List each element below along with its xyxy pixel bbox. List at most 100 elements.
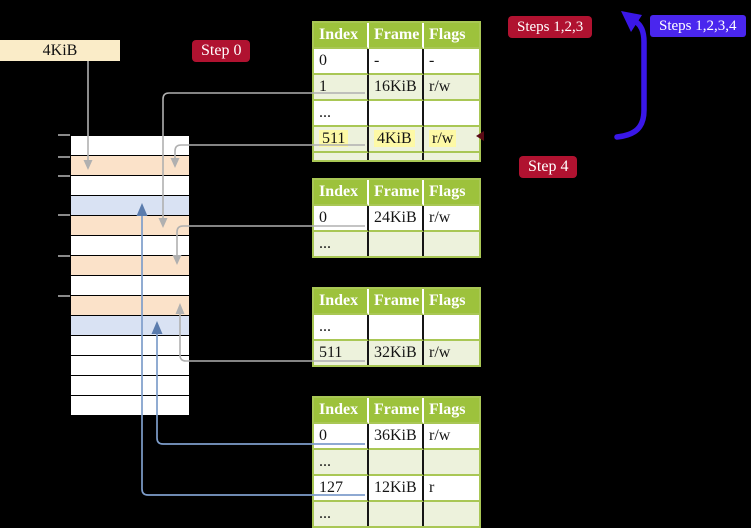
table-cell: r/w <box>424 206 479 232</box>
column-header-flags: Flags <box>424 23 479 49</box>
table-row: ... <box>314 502 479 526</box>
memory-frame-row-peach <box>71 296 189 316</box>
address-tick <box>58 134 70 136</box>
highlighted-value: 4KiB <box>374 130 415 147</box>
badge-step-0: Step 0 <box>192 40 251 62</box>
table-cell <box>369 232 424 256</box>
column-header-frame: Frame <box>369 23 424 49</box>
table-cell: 12KiB <box>369 476 424 502</box>
table-cell <box>369 315 424 341</box>
table-cell <box>424 232 479 256</box>
table-cell <box>369 450 424 476</box>
memory-frame-row-white <box>71 356 189 376</box>
memory-frame-row-peach <box>71 256 189 276</box>
table-cell: 4KiB <box>369 127 424 153</box>
table-cell: r/w <box>424 424 479 450</box>
column-header-index: Index <box>314 289 369 315</box>
address-tick <box>58 214 70 216</box>
memory-frame-row-white <box>71 136 189 156</box>
table-cell: 1 <box>314 75 369 101</box>
table-row: 0-- <box>314 49 479 75</box>
column-header-flags: Flags <box>424 398 479 424</box>
table-cell: ... <box>314 232 369 256</box>
table-cell <box>424 101 479 127</box>
table-cell <box>424 153 479 160</box>
table-cell: - <box>424 49 479 75</box>
table-cell: 511 <box>314 341 369 365</box>
table-cell <box>424 502 479 526</box>
column-header-frame: Frame <box>369 289 424 315</box>
table-cell: 36KiB <box>369 424 424 450</box>
column-header-index: Index <box>314 23 369 49</box>
table-cell <box>314 153 369 160</box>
memory-frame-row-white <box>71 236 189 256</box>
table-row: ... <box>314 101 479 127</box>
table-cell: r/w <box>424 75 479 101</box>
table-cell: ... <box>314 502 369 526</box>
memory-frame-row-peach <box>71 156 189 176</box>
memory-frame-row-white <box>71 176 189 196</box>
table-row <box>314 153 479 160</box>
table-row: ... <box>314 450 479 476</box>
table-cell: 24KiB <box>369 206 424 232</box>
memory-frame-row-blue <box>71 196 189 216</box>
column-header-frame: Frame <box>369 180 424 206</box>
column-header-index: Index <box>314 180 369 206</box>
table-row: ... <box>314 315 479 341</box>
table-cell: 16KiB <box>369 75 424 101</box>
steps-flow-arrow <box>614 11 647 140</box>
table-cell <box>424 450 479 476</box>
badge-steps-123: Steps 1,2,3 <box>508 16 593 38</box>
table-cell: r/w <box>424 341 479 365</box>
memory-frame-row-peach <box>71 216 189 236</box>
table-cell <box>369 153 424 160</box>
highlighted-value: r/w <box>429 130 457 147</box>
table-cell: - <box>369 49 424 75</box>
column-header-flags: Flags <box>424 289 479 315</box>
table-cell: 511 <box>314 127 369 153</box>
table-cell: 0 <box>314 424 369 450</box>
address-tick <box>58 295 70 297</box>
address-tick <box>58 255 70 257</box>
memory-frame-row-blue <box>71 316 189 336</box>
badge-steps-1234: Steps 1,2,3,4 <box>650 15 746 37</box>
table-cell: 0 <box>314 206 369 232</box>
page-size-box: 4KiB <box>0 40 120 61</box>
table-row: ... <box>314 232 479 256</box>
table-cell: r <box>424 476 479 502</box>
address-tick <box>58 175 70 177</box>
column-header-index: Index <box>314 398 369 424</box>
address-tick <box>58 156 70 158</box>
table-cell <box>424 315 479 341</box>
column-header-flags: Flags <box>424 180 479 206</box>
table-cell: ... <box>314 101 369 127</box>
table-row: 511 4KiB r/w <box>314 127 479 153</box>
memory-frame-row-white <box>71 336 189 356</box>
table-cell: r/w <box>424 127 479 153</box>
table-cell: 0 <box>314 49 369 75</box>
table-cell: ... <box>314 450 369 476</box>
table-cell: 32KiB <box>369 341 424 365</box>
table-cell: ... <box>314 315 369 341</box>
column-header-frame: Frame <box>369 398 424 424</box>
memory-frame-row-white <box>71 376 189 396</box>
physical-memory-stack <box>70 135 190 416</box>
table-cell: 127 <box>314 476 369 502</box>
badge-step-4: Step 4 <box>519 156 578 178</box>
highlighted-value: 511 <box>319 130 349 147</box>
page-size-label: 4KiB <box>42 42 78 59</box>
